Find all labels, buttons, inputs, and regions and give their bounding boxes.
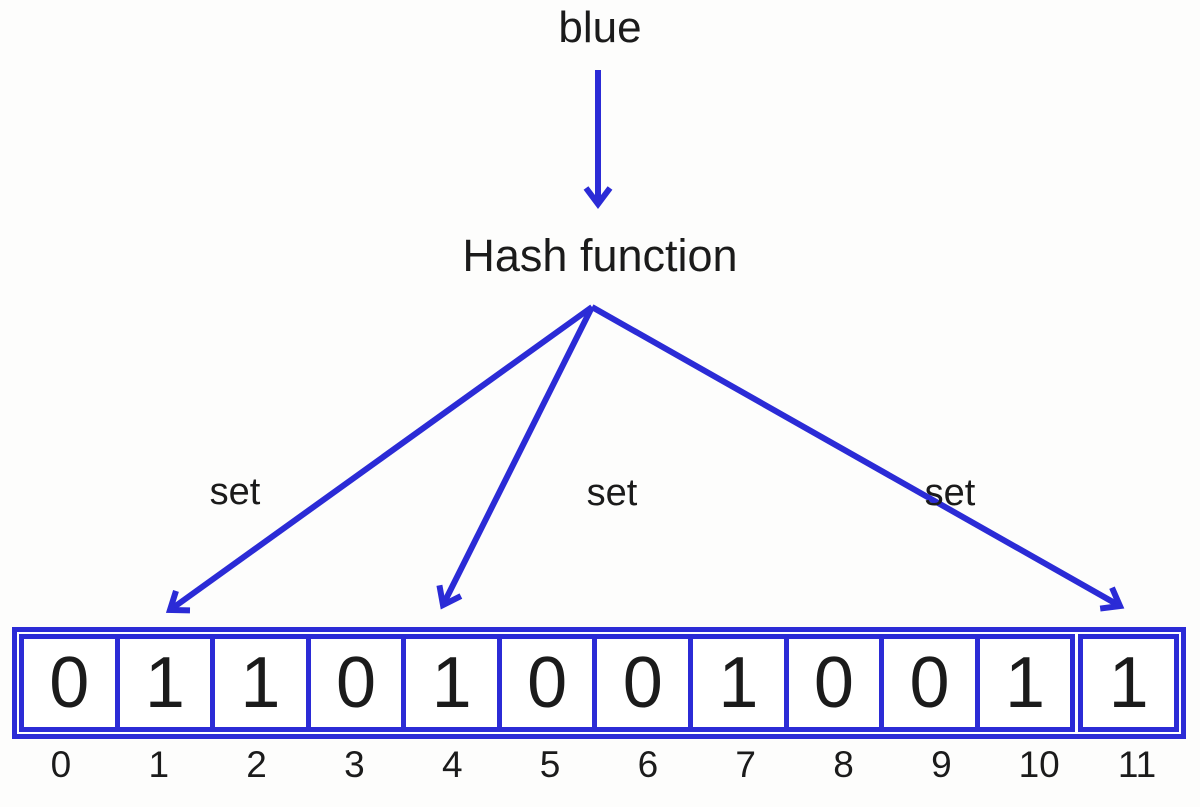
bit-index-0: 0 [50,744,72,785]
input-word-label: blue [558,3,642,52]
set-operation-label-3: set [924,472,976,514]
bit-index-6: 6 [637,744,659,785]
bit-index-7: 7 [735,744,756,785]
bit-index-2: 2 [246,744,267,785]
bit-cell-10: 1 [974,634,1076,732]
bit-cell-7: 1 [688,634,789,732]
bit-index-5: 5 [539,744,561,785]
hash-function-label: Hash function [462,230,738,281]
bit-cell-11: 1 [1078,634,1179,732]
bit-cell-8: 0 [783,634,885,732]
bit-cell-2: 1 [210,634,311,732]
bit-index-row: 0 1 2 3 4 5 6 7 8 9 10 11 [12,744,1186,786]
bit-cell-1: 1 [114,634,216,732]
bit-index-3: 3 [344,744,365,785]
bit-index-9: 9 [931,744,952,785]
bit-index-11: 11 [1117,744,1157,785]
hash-to-bit1-arrow [165,304,594,614]
bit-index-4: 4 [441,744,463,785]
bit-index-10: 10 [1018,744,1060,785]
bit-index-1: 1 [148,744,170,785]
bit-array: 0 1 1 0 1 0 0 1 0 0 1 1 [12,627,1186,739]
set-operation-label-2: set [586,472,638,514]
set-operation-label-1: set [209,471,261,513]
hash-to-bit4-arrow [436,305,595,610]
bit-cell-0: 0 [19,634,120,732]
bit-cell-3: 0 [305,634,407,732]
bit-cell-4: 1 [401,634,502,732]
bit-index-8: 8 [833,744,854,785]
hash-to-bit11-arrow [590,304,1125,612]
bit-cell-5: 0 [496,634,598,732]
bit-cell-6: 0 [592,634,694,732]
bit-cell-9: 0 [879,634,980,732]
